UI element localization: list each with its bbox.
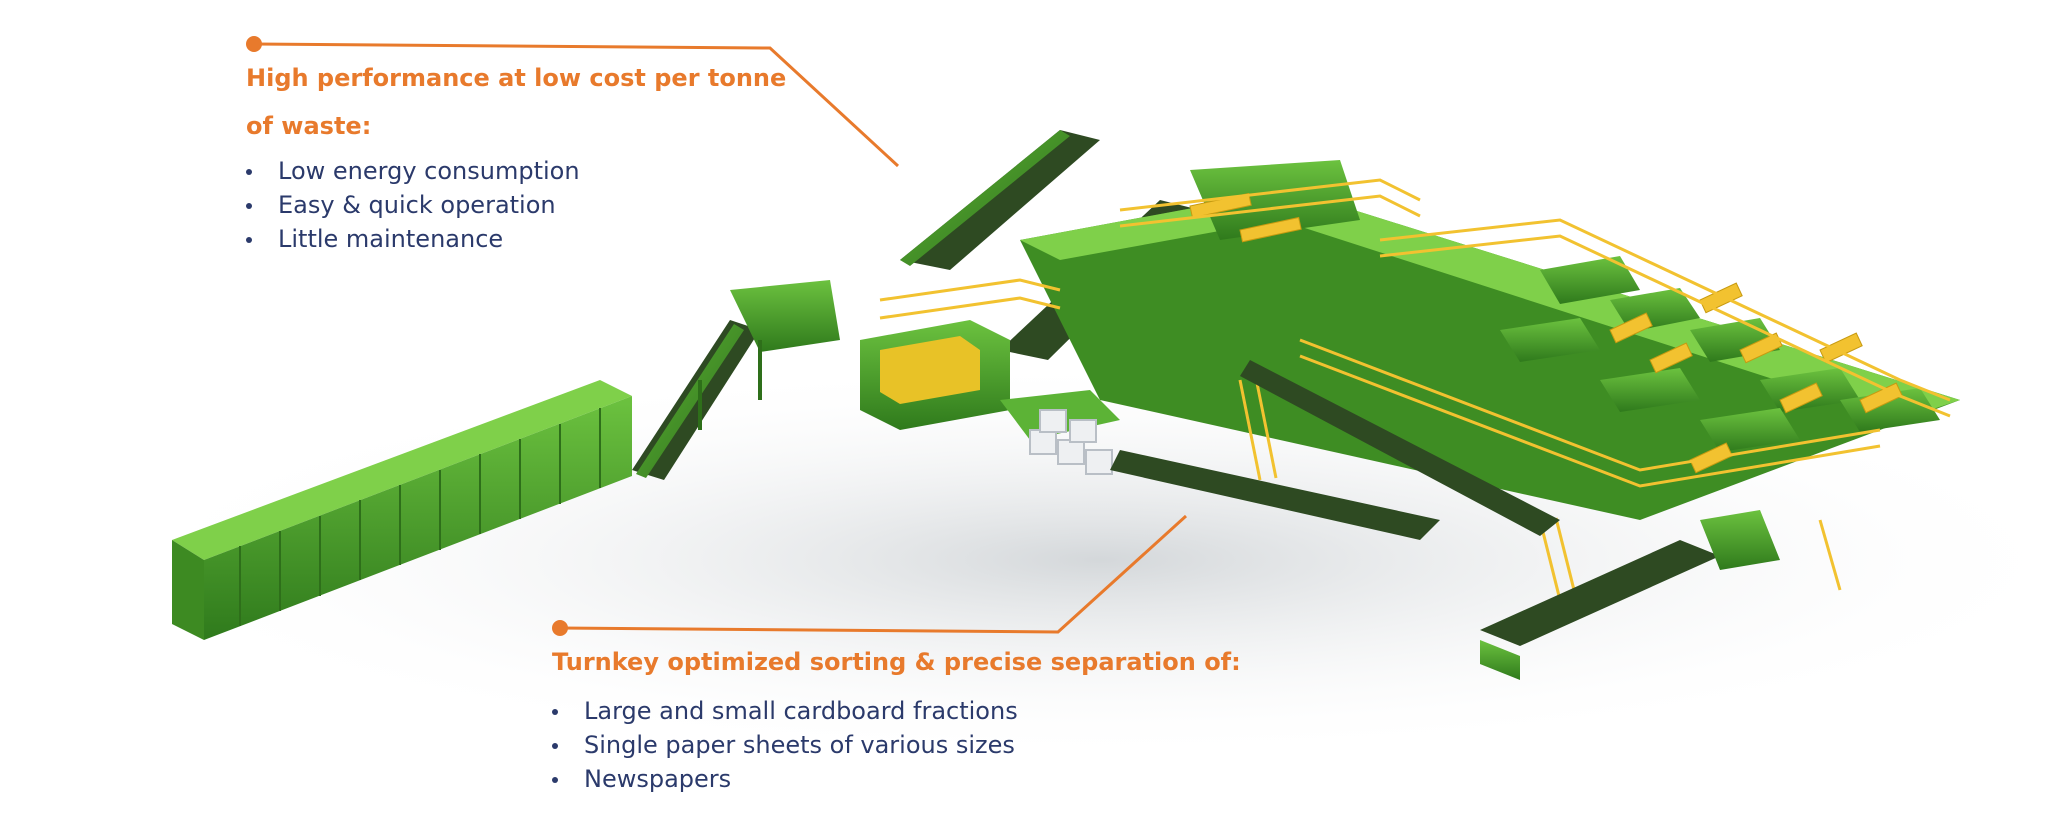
callout-top-list: Low energy consumption Easy & quick oper… bbox=[246, 154, 806, 256]
safety-railings bbox=[879, 178, 1951, 601]
list-item: Little maintenance bbox=[246, 222, 806, 256]
callout-bottom: Turnkey optimized sorting & precise sepa… bbox=[552, 634, 1252, 796]
yellow-chutes bbox=[1189, 192, 1903, 474]
list-item: Newspapers bbox=[552, 762, 1252, 796]
list-item: Easy & quick operation bbox=[246, 188, 806, 222]
callout-top-title-line2: of waste: bbox=[246, 112, 372, 140]
callout-top: High performance at low cost per tonne o… bbox=[246, 54, 806, 256]
callout-bottom-title: Turnkey optimized sorting & precise sepa… bbox=[552, 648, 1241, 676]
list-item: Single paper sheets of various sizes bbox=[552, 728, 1252, 762]
list-item-text: Large and small cardboard fractions bbox=[584, 697, 1018, 725]
list-item-text: Easy & quick operation bbox=[278, 191, 556, 219]
callout-bottom-leader bbox=[552, 514, 1188, 636]
bullet-icon bbox=[552, 777, 558, 783]
bales bbox=[1029, 409, 1113, 475]
list-item-text: Single paper sheets of various sizes bbox=[584, 731, 1015, 759]
list-item-text: Newspapers bbox=[584, 765, 732, 793]
callout-bottom-list: Large and small cardboard fractions Sing… bbox=[552, 694, 1252, 796]
callout-top-leader bbox=[246, 36, 900, 168]
list-item-text: Low energy consumption bbox=[278, 157, 580, 185]
callout-top-title: High performance at low cost per tonne o… bbox=[246, 54, 806, 150]
bullet-icon bbox=[246, 169, 252, 175]
list-item-text: Little maintenance bbox=[278, 225, 504, 253]
bullet-icon bbox=[246, 203, 252, 209]
bullet-icon bbox=[552, 709, 558, 715]
incline-conveyor-1 bbox=[632, 280, 840, 480]
baler bbox=[860, 320, 1120, 475]
bullet-icon bbox=[246, 237, 252, 243]
callout-top-title-line1: High performance at low cost per tonne bbox=[246, 64, 787, 92]
output-conveyors bbox=[1110, 360, 1780, 680]
bullet-icon bbox=[552, 743, 558, 749]
list-item: Large and small cardboard fractions bbox=[552, 694, 1252, 728]
infeed-conveyor bbox=[172, 380, 632, 640]
list-item: Low energy consumption bbox=[246, 154, 806, 188]
